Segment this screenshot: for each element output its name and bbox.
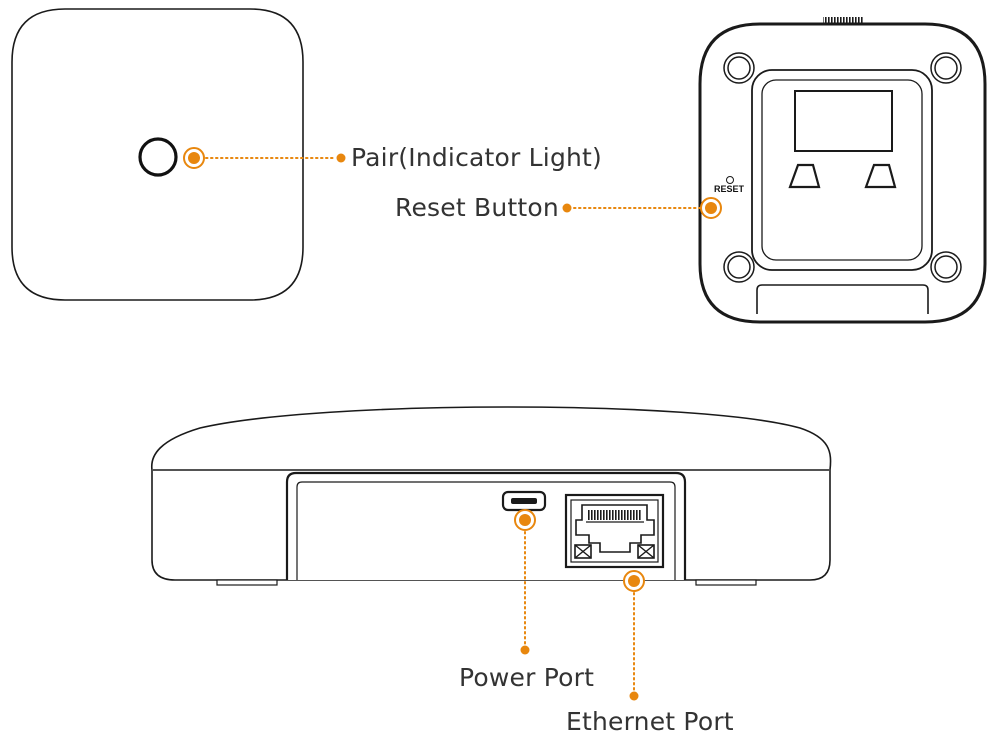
reset-button-icon[interactable] (726, 176, 734, 184)
bottom-view: RESET (698, 17, 987, 324)
bottom-view-foot (756, 284, 929, 314)
power-port-label: Power Port (459, 663, 595, 692)
power-port-icon (501, 490, 547, 512)
bottom-view-grill (823, 17, 863, 24)
ethernet-callout (623, 570, 645, 701)
reset-button-label: Reset Button (395, 193, 559, 222)
label-window (794, 90, 893, 152)
screw-hole-bottom-right (930, 251, 962, 283)
ethernet-callout-end-dot (629, 691, 639, 701)
mount-slot-right-icon (864, 163, 897, 189)
port-panel-inner (296, 481, 676, 580)
reset-callout-end-dot (562, 203, 572, 213)
rear-foot-right (695, 579, 757, 586)
top-view (11, 8, 304, 301)
rear-foot-left (216, 579, 278, 586)
power-callout (514, 509, 536, 655)
reset-callout-dot (705, 202, 717, 214)
ethernet-led-right-icon (637, 544, 655, 559)
reset-marking: RESET (714, 184, 745, 194)
reset-callout (562, 197, 722, 219)
ethernet-led-left-icon (574, 544, 592, 559)
ethernet-port-label: Ethernet Port (566, 707, 734, 736)
power-callout-end-dot (520, 645, 530, 655)
ethernet-port-icon (564, 493, 665, 569)
pair-button-icon[interactable] (138, 137, 178, 177)
screw-hole-top-right (930, 52, 962, 84)
pair-callout (183, 147, 346, 169)
pair-label: Pair(Indicator Light) (351, 143, 603, 172)
mount-slot-left-icon (788, 163, 821, 189)
screw-hole-top-left (723, 52, 755, 84)
rear-view (151, 406, 832, 586)
screw-hole-bottom-left (723, 251, 755, 283)
power-callout-dot (519, 514, 531, 526)
pair-callout-end-dot (336, 153, 346, 163)
pair-callout-dot (188, 152, 200, 164)
ethernet-callout-dot (628, 575, 640, 587)
